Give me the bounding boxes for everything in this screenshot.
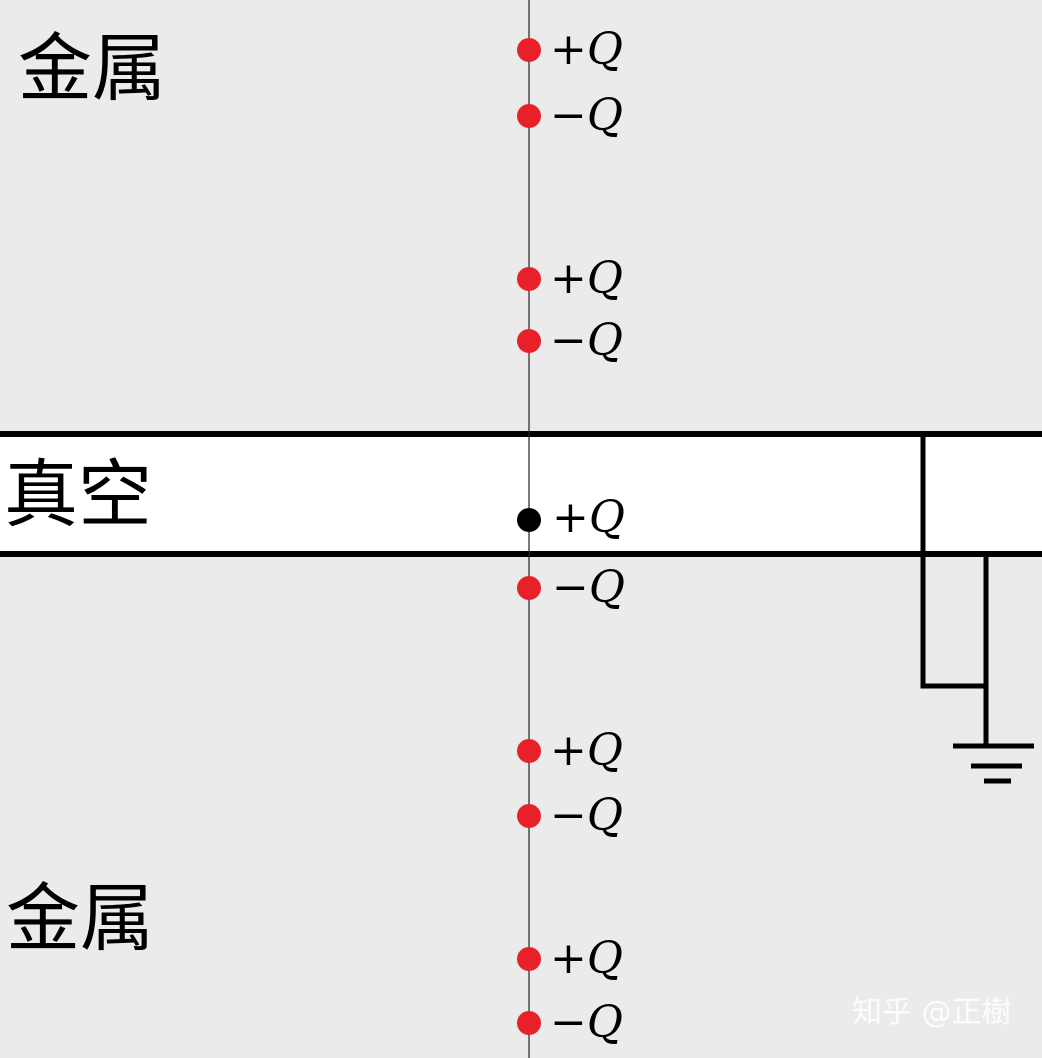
charge-label: +Q <box>550 933 623 984</box>
charge-label: −Q <box>550 90 623 141</box>
watermark: 知乎 @正樹 <box>852 995 1012 1030</box>
ground-symbol-icon <box>953 743 1034 784</box>
charge-dot <box>517 804 541 828</box>
charge-dot <box>517 38 541 62</box>
charge-label: +Q <box>550 24 623 75</box>
ground-wire-upper <box>920 431 986 689</box>
vacuum-label: 真空 <box>4 452 152 538</box>
charge-dot <box>517 576 541 600</box>
charge-label: −Q <box>550 997 623 1048</box>
charge-dot <box>517 267 541 291</box>
charge-dot <box>517 104 541 128</box>
charge-label: −Q <box>552 562 625 613</box>
charge-dot <box>517 947 541 971</box>
charge-label: +Q <box>552 492 625 543</box>
charge-dot <box>517 1011 541 1035</box>
charge-dot <box>517 329 541 353</box>
charge-label: −Q <box>550 790 623 841</box>
charge-dot <box>517 739 541 763</box>
charge-label: +Q <box>550 725 623 776</box>
vacuum-gap <box>0 434 1042 554</box>
charge-dot <box>517 508 541 532</box>
charge-label: +Q <box>550 253 623 304</box>
metal-top-label: 金属 <box>18 26 166 112</box>
charge-label: −Q <box>550 315 623 366</box>
metal-bottom-label: 金属 <box>6 876 154 962</box>
